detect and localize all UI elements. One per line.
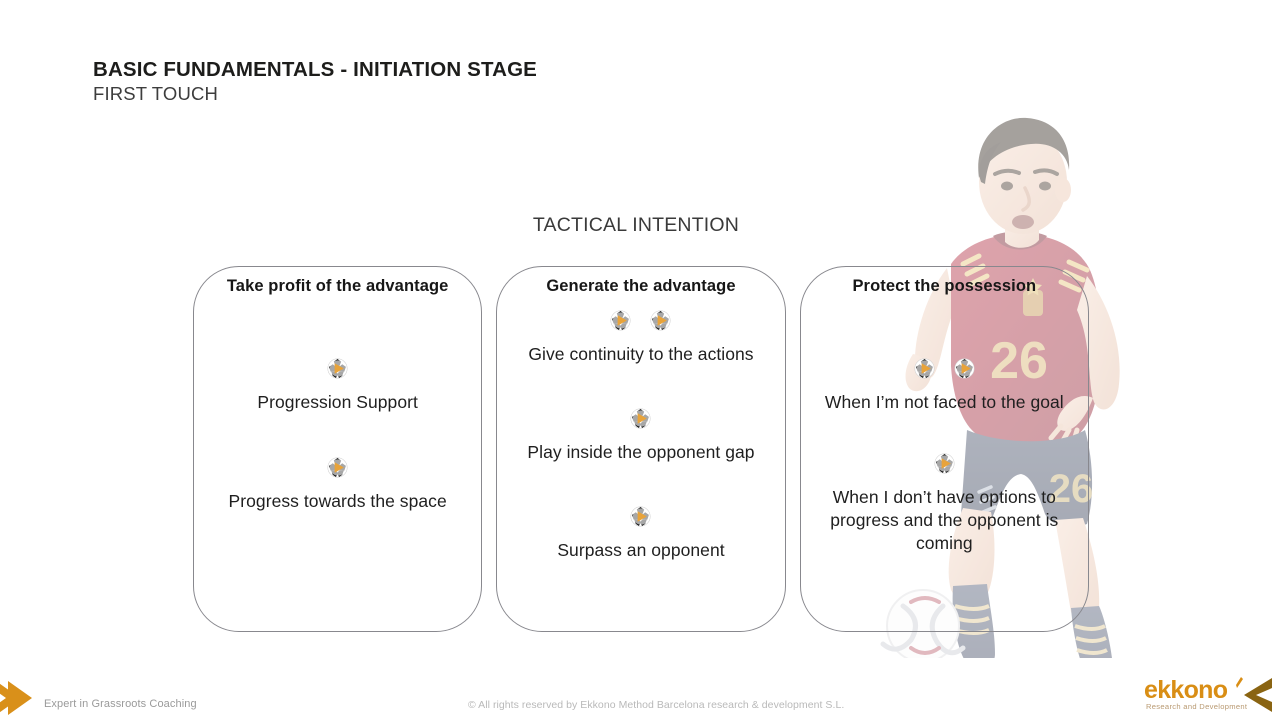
card-items: Give continuity to the actions bbox=[505, 309, 776, 562]
football-play-icon bbox=[327, 457, 348, 477]
football-play-icon bbox=[327, 358, 348, 378]
list-item: Progression Support bbox=[202, 357, 473, 414]
list-item: Play inside the opponent gap bbox=[505, 407, 776, 464]
card-generate-the-advantage: Generate the advantage bbox=[496, 266, 786, 632]
item-text: When I’m not faced to the goal bbox=[824, 392, 1064, 412]
ekkono-logo: ekkono Research and Development bbox=[1144, 676, 1272, 716]
football-play-icon bbox=[631, 408, 651, 428]
football-play-icon bbox=[954, 358, 975, 378]
football-play-icon bbox=[914, 358, 935, 378]
logo-wordmark: ekkono bbox=[1144, 676, 1228, 704]
list-item: Progress towards the space bbox=[202, 456, 473, 513]
item-text: Give continuity to the actions bbox=[528, 344, 754, 364]
card-items: Progression Support bbox=[202, 357, 473, 513]
football-play-icon bbox=[611, 310, 631, 330]
item-text: Surpass an opponent bbox=[557, 540, 725, 560]
icon-group bbox=[505, 505, 776, 527]
card-title: Take profit of the advantage bbox=[226, 277, 449, 295]
football-play-icon bbox=[651, 310, 671, 330]
item-text: Progress towards the space bbox=[228, 491, 447, 511]
card-title: Generate the advantage bbox=[546, 277, 736, 295]
item-text: Play inside the opponent gap bbox=[527, 442, 755, 462]
football-play-icon bbox=[934, 453, 955, 473]
icon-group bbox=[202, 456, 473, 478]
tactical-intention-cards: Take profit of the advantage bbox=[193, 266, 1089, 632]
list-item: Surpass an opponent bbox=[505, 505, 776, 562]
footer-copyright: © All rights reserved by Ekkono Method B… bbox=[468, 699, 845, 711]
item-text: When I don’t have options to progress an… bbox=[830, 487, 1059, 553]
icon-group bbox=[505, 309, 776, 331]
section-label-text: TACTICAL INTENTION bbox=[532, 214, 740, 236]
card-items: When I’m not faced to the goal bbox=[809, 357, 1080, 555]
logo-tick-icon bbox=[1236, 677, 1243, 688]
list-item: Give continuity to the actions bbox=[505, 309, 776, 366]
logo-chevron-icon bbox=[1244, 678, 1272, 712]
football-play-icon bbox=[631, 506, 651, 526]
icon-group bbox=[202, 357, 473, 379]
icon-group bbox=[809, 452, 1080, 474]
section-label: TACTICAL INTENTION bbox=[0, 214, 1280, 237]
item-text: Progression Support bbox=[257, 392, 418, 412]
list-item: When I’m not faced to the goal bbox=[809, 357, 1080, 414]
page-subtitle: FIRST TOUCH bbox=[93, 83, 218, 104]
logo-tagline: Research and Development bbox=[1146, 702, 1248, 711]
card-title: Protect the possession bbox=[852, 277, 1037, 295]
card-protect-the-possession: Protect the possession bbox=[799, 266, 1089, 632]
icon-group bbox=[809, 357, 1080, 379]
chevron-right-icon bbox=[0, 681, 32, 715]
footer-tagline: Expert in Grassroots Coaching bbox=[44, 698, 197, 710]
page-title: BASIC FUNDAMENTALS - INITIATION STAGE bbox=[93, 58, 537, 81]
icon-group bbox=[505, 407, 776, 429]
list-item: When I don’t have options to progress an… bbox=[809, 452, 1080, 555]
slide-header: BASIC FUNDAMENTALS - INITIATION STAGE FI… bbox=[93, 57, 537, 106]
card-take-profit-of-the-advantage: Take profit of the advantage bbox=[193, 266, 483, 632]
